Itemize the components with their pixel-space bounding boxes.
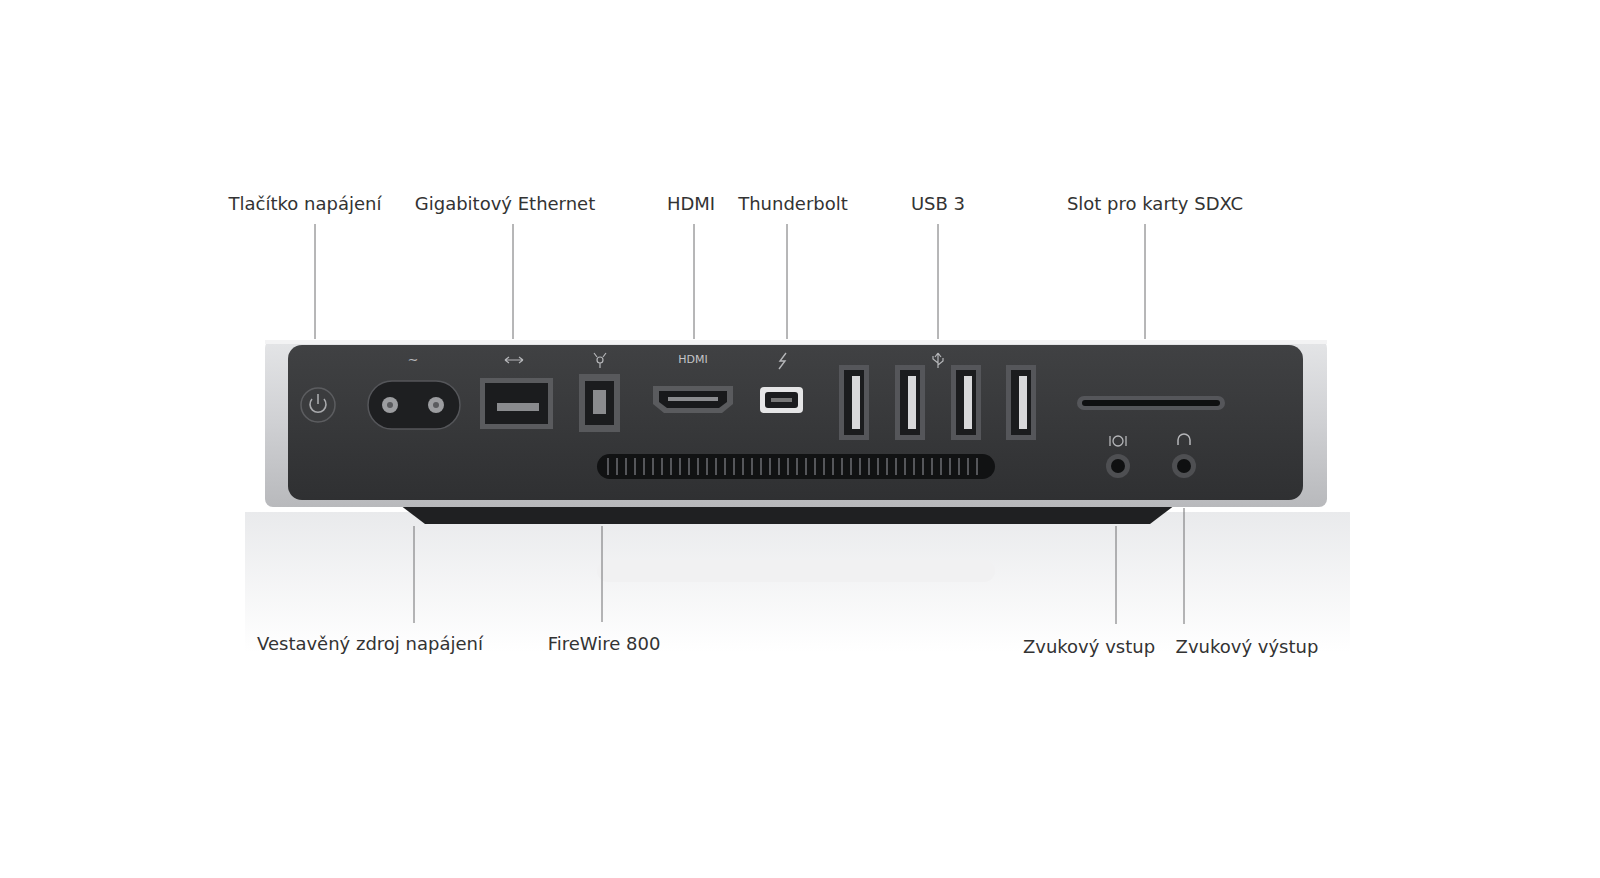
hdmi-port-part bbox=[668, 397, 718, 401]
audio-jacks-part bbox=[1172, 454, 1196, 478]
leader-lines-part bbox=[513, 224, 514, 339]
callout-label: Zvukový výstup bbox=[1176, 636, 1319, 658]
hdmi-port-part bbox=[659, 391, 727, 408]
hdmi-port-part bbox=[653, 386, 733, 413]
reflection-part bbox=[597, 560, 995, 582]
firewire-port bbox=[579, 353, 620, 432]
device-foot-part bbox=[400, 505, 1175, 524]
usb-ports-part bbox=[964, 376, 972, 429]
usb-ports-part bbox=[900, 370, 920, 435]
power-inlet-part bbox=[387, 402, 393, 408]
leader-lines-part bbox=[1184, 508, 1185, 624]
device-body-part bbox=[288, 345, 1303, 500]
leader-lines-part bbox=[315, 224, 316, 339]
power-button-part bbox=[317, 394, 319, 404]
thunderbolt-port-part bbox=[765, 392, 798, 408]
device-foot bbox=[400, 505, 1175, 524]
leader-lines-part bbox=[602, 526, 603, 622]
hdmi-port bbox=[653, 386, 733, 413]
firewire-port-part bbox=[579, 374, 620, 432]
usb-ports-part bbox=[1011, 370, 1031, 435]
vent-part bbox=[597, 454, 995, 479]
ethernet-port-part bbox=[497, 403, 539, 411]
thunderbolt-port bbox=[760, 353, 803, 413]
audio-jacks-part bbox=[1111, 459, 1125, 473]
audio-jacks bbox=[1106, 434, 1196, 478]
power-inlet-part bbox=[433, 402, 439, 408]
power-inlet-part bbox=[382, 397, 398, 413]
callout-label: Tlačítko napájení bbox=[229, 193, 382, 215]
thunderbolt-port-part bbox=[779, 353, 786, 369]
callout-label: USB 3 bbox=[911, 193, 965, 215]
callout-label: Slot pro karty SDXC bbox=[1067, 193, 1243, 215]
audio-jacks-part bbox=[1113, 436, 1123, 446]
power-inlet-part: ∼ bbox=[408, 352, 419, 367]
leader-lines-part bbox=[1116, 526, 1117, 624]
audio-jacks-part bbox=[1178, 434, 1190, 445]
sdxc-slot-part bbox=[1077, 396, 1225, 410]
audio-jacks-part bbox=[1109, 436, 1110, 446]
device-body bbox=[265, 340, 1327, 507]
ethernet-port-part bbox=[505, 357, 523, 363]
vent bbox=[597, 454, 995, 479]
usb-ports-part bbox=[839, 365, 869, 440]
sdxc-slot-part bbox=[1082, 400, 1220, 406]
usb-ports-part bbox=[852, 376, 860, 429]
audio-jacks-part bbox=[1125, 436, 1126, 446]
sdxc-slot bbox=[1077, 396, 1225, 410]
ethernet-port-part bbox=[480, 378, 553, 429]
power-inlet-part bbox=[428, 397, 444, 413]
thunderbolt-port-part bbox=[771, 398, 792, 402]
usb-ports-part bbox=[1019, 376, 1027, 429]
leader-lines-part bbox=[787, 224, 788, 339]
callout-label: FireWire 800 bbox=[548, 633, 661, 655]
power-inlet: ∼ bbox=[368, 352, 460, 429]
usb-ports-part bbox=[844, 370, 864, 435]
device-body-part bbox=[265, 340, 1327, 344]
ethernet-port bbox=[480, 357, 553, 429]
firewire-port-part bbox=[597, 357, 603, 363]
thunderbolt-port-part bbox=[760, 387, 803, 413]
usb-ports bbox=[839, 353, 1036, 440]
usb-ports-part bbox=[895, 365, 925, 440]
firewire-port-part bbox=[585, 381, 614, 425]
callout-label: Gigabitový Ethernet bbox=[415, 193, 595, 215]
device-body-part bbox=[265, 340, 1327, 507]
power-button bbox=[301, 388, 335, 422]
leader-lines-part bbox=[938, 224, 939, 339]
callout-label: HDMI bbox=[667, 193, 715, 215]
leader-lines-part bbox=[414, 526, 415, 623]
callout-label: Thunderbolt bbox=[738, 193, 848, 215]
leader-lines-part bbox=[694, 224, 695, 339]
usb-ports-part bbox=[956, 370, 976, 435]
power-inlet-part bbox=[368, 381, 460, 429]
firewire-port-part bbox=[593, 390, 606, 414]
leader-lines-part bbox=[1145, 224, 1146, 339]
callout-label: Zvukový vstup bbox=[1023, 636, 1155, 658]
usb-ports-part bbox=[933, 353, 943, 368]
power-button-part bbox=[301, 388, 335, 422]
callout-label: Vestavěný zdroj napájení bbox=[257, 633, 483, 655]
usb-ports-part bbox=[1006, 365, 1036, 440]
audio-jacks-part bbox=[1106, 454, 1130, 478]
port-marking: HDMI bbox=[678, 353, 707, 366]
usb-ports-part bbox=[908, 376, 916, 429]
usb-ports-part bbox=[951, 365, 981, 440]
ethernet-port-part bbox=[485, 383, 548, 424]
audio-jacks-part bbox=[1177, 459, 1191, 473]
vent-part bbox=[608, 458, 977, 475]
leader-lines bbox=[315, 224, 1184, 624]
firewire-port-part bbox=[594, 353, 606, 368]
